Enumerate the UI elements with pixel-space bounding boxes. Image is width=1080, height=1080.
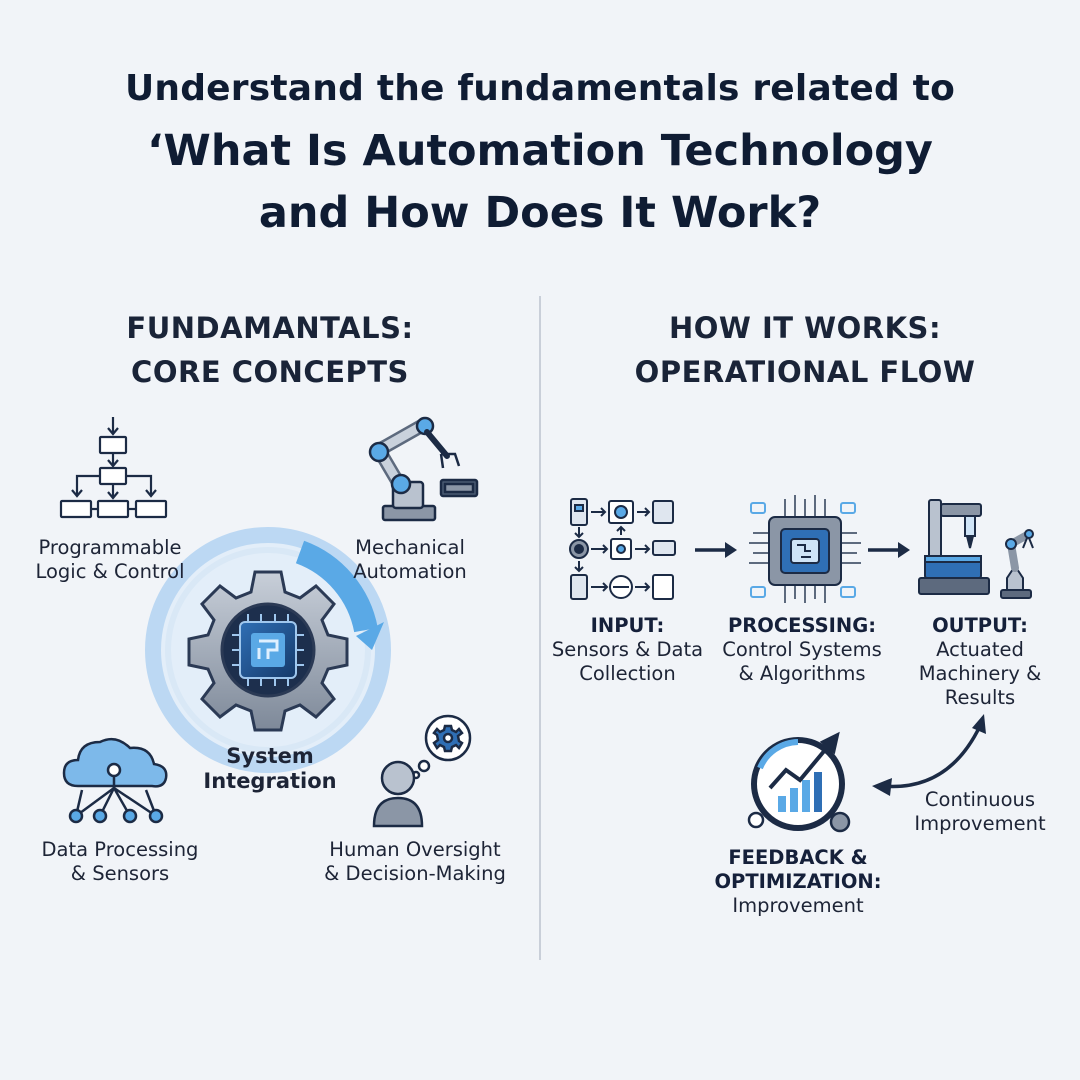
processing-label: PROCESSING: Control Systems & Algorithms [712,614,892,686]
system-integration-line-1: System [226,744,314,768]
mechanical-label-line-1: Mechanical [355,536,465,559]
continuous-improvement-line-1: Continuous [924,788,1036,811]
data-processing-label-line-1: Data Processing [41,838,199,861]
mechanical-label: Mechanical Automation [330,536,490,584]
programmable-label-line-2: Logic & Control [35,560,185,583]
sensor-network-icon [569,498,676,600]
processing-line-2: & Algorithms [738,662,866,685]
feedback-title-line-2: OPTIMIZATION: [714,870,882,893]
output-line-2: Machinery & [918,662,1042,685]
title-line-2: ‘What Is Automation Technology [147,126,933,176]
feedback-sub: Improvement [732,894,864,917]
page-title: Understand the fundamentals related to ‘… [0,58,1080,244]
human-oversight-label: Human Oversight & Decision-Making [315,838,515,886]
core-concepts-heading-line-1: FUNDAMANTALS: [126,311,414,345]
human-oversight-label-line-1: Human Oversight [329,838,501,861]
arrow-input-to-processing-icon [695,542,737,558]
core-concepts-heading: FUNDAMANTALS: CORE CONCEPTS [60,306,480,394]
input-line-1: Sensors & Data [551,638,704,661]
core-concepts-heading-line-2: CORE CONCEPTS [131,355,409,389]
feedback-loop-arrow-icon [872,714,986,796]
processing-title: PROCESSING: [727,614,877,637]
title-line-3: and How Does It Work? [258,188,822,238]
output-label: OUTPUT: Actuated Machinery & Results [900,614,1060,710]
output-line-3: Results [944,686,1016,709]
input-line-2: Collection [579,662,676,685]
input-title: INPUT: [590,614,665,637]
programmable-label: Programmable Logic & Control [20,536,200,584]
human-oversight-label-line-2: & Decision-Making [324,862,506,885]
column-divider [539,296,541,960]
person-thinking-icon [372,714,472,828]
system-integration-label: System Integration [190,744,350,794]
title-line-1: Understand the fundamentals related to [124,68,956,109]
robot-arm-icon [368,416,479,522]
cloud-network-icon [62,737,168,824]
input-label: INPUT: Sensors & Data Collection [545,614,710,686]
continuous-improvement-line-2: Improvement [914,812,1046,835]
data-processing-label: Data Processing & Sensors [20,838,220,886]
machinery-icon [918,499,1034,599]
gauge-chart-icon [747,731,851,833]
output-title: OUTPUT: [932,614,1028,637]
operational-flow-heading-line-2: OPERATIONAL FLOW [634,355,976,389]
mechanical-label-line-2: Automation [353,560,467,583]
arrow-processing-to-output-icon [868,542,910,558]
output-line-1: Actuated [936,638,1024,661]
continuous-improvement-label: Continuous Improvement [905,788,1055,836]
operational-flow-heading-line-1: HOW IT WORKS: [668,311,942,345]
cpu-chip-icon [749,495,861,603]
system-integration-line-2: Integration [203,769,337,793]
programmable-label-line-1: Programmable [38,536,182,559]
flowchart-icon [59,417,168,519]
operational-flow-heading: HOW IT WORKS: OPERATIONAL FLOW [590,306,1020,394]
feedback-title-line-1: FEEDBACK & [728,846,868,869]
data-processing-label-line-2: & Sensors [70,862,170,885]
feedback-label: FEEDBACK & OPTIMIZATION: Improvement [700,846,896,918]
processing-line-1: Control Systems [722,638,882,661]
